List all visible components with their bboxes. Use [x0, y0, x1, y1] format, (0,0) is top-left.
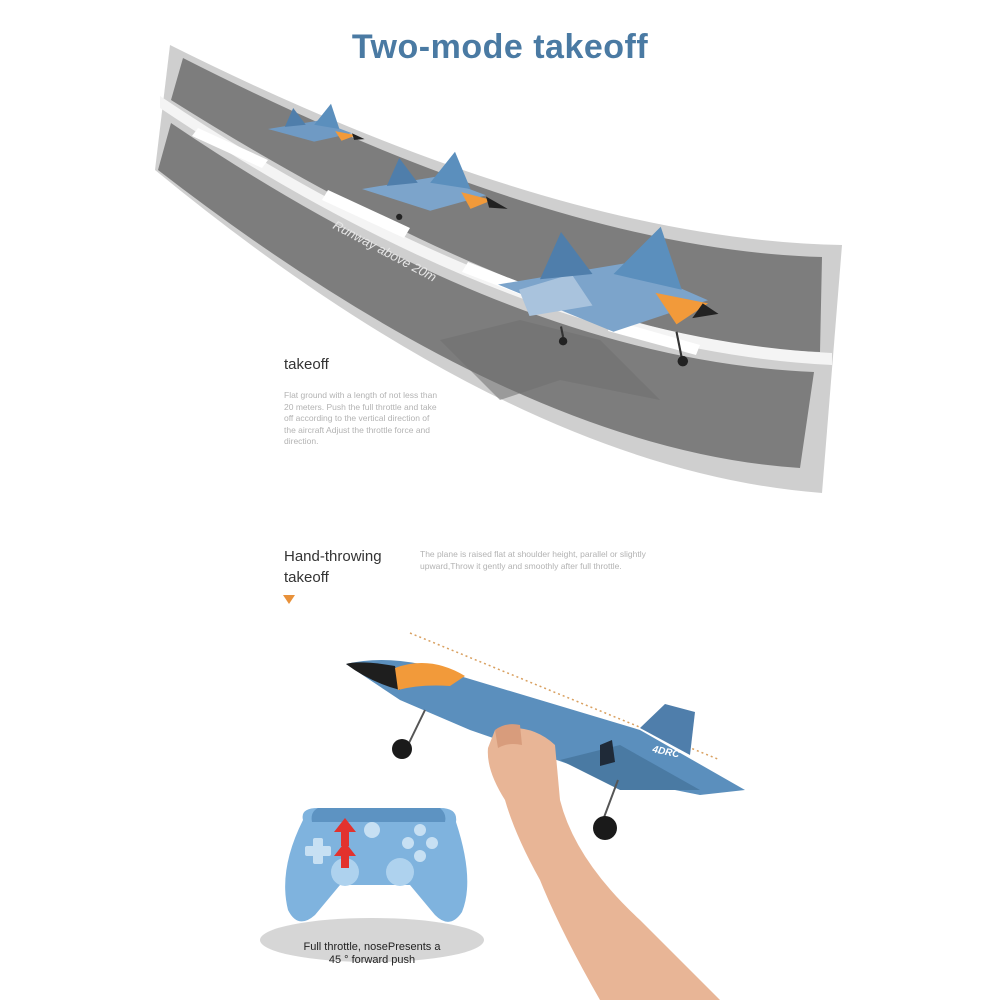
rear-wheel: [593, 816, 617, 840]
takeoff-description: Flat ground with a length of not less th…: [284, 390, 438, 446]
runway-surface: [158, 123, 814, 468]
controller-caption: Full throttle, nosePresents a 45 ° forwa…: [292, 941, 452, 967]
controller-shadow: [260, 918, 484, 962]
action-buttons: [402, 824, 438, 862]
hand-throwing-description: The plane is raised flat at shoulder hei…: [420, 549, 646, 571]
takeoff-heading: takeoff: [284, 356, 329, 373]
plane-medium: [362, 151, 508, 220]
plane-large: [498, 226, 719, 367]
down-arrow-icon: [283, 595, 295, 604]
left-joystick: [331, 858, 359, 886]
right-joystick: [386, 858, 414, 886]
hand-throwing-heading: Hand-throwing takeoff: [284, 548, 382, 586]
runway-dashes: [192, 128, 700, 355]
plane-hand-throw: 4DRC: [346, 660, 745, 840]
runway-illustration: Runway above 20m: [155, 45, 842, 493]
page-title: Two-mode takeoff: [351, 28, 649, 66]
caption-line-1: Full throttle, nosePresents a: [303, 941, 441, 953]
plane-shadow: [440, 320, 660, 400]
front-wheel: [392, 739, 412, 759]
trajectory-line: [409, 632, 721, 761]
dpad-icon: [305, 838, 331, 864]
power-button-icon: [364, 822, 380, 838]
hand: [487, 724, 720, 1000]
caption-line-2: 45 ° forward push: [328, 954, 416, 966]
push-up-arrow-icon: [334, 818, 356, 868]
controller: [285, 808, 468, 922]
